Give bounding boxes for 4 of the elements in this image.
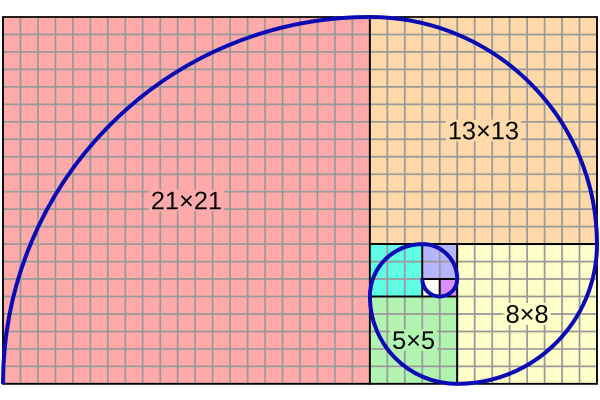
square: 5×5 xyxy=(368,296,458,385)
square: 21×21 xyxy=(2,16,371,385)
square: 8×8 xyxy=(456,243,598,385)
square: 13×13 xyxy=(368,16,598,246)
